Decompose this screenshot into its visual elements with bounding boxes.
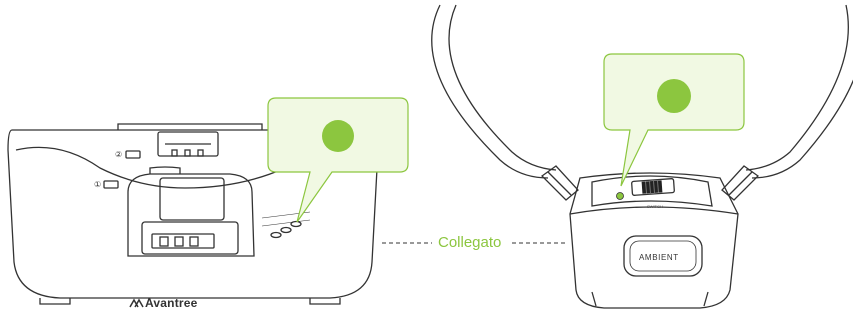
switch-panel xyxy=(591,175,713,207)
headset-status-led-icon xyxy=(616,192,624,200)
headset-housing xyxy=(569,172,739,309)
dock-pins xyxy=(151,233,215,249)
base-indicator-lights xyxy=(261,211,311,239)
ambient-button xyxy=(623,235,703,277)
battery-slot-2-icon xyxy=(125,150,141,159)
neckband-arc-inner xyxy=(448,4,557,171)
connected-status-label: Collegato xyxy=(438,234,502,251)
transmitter-base xyxy=(7,123,379,305)
headset-callout xyxy=(603,53,745,187)
base-status-led-icon xyxy=(322,120,354,152)
battery-slot-2-label: ② xyxy=(115,150,123,159)
avantree-logo-icon xyxy=(129,298,144,308)
brand-name: Avantree xyxy=(145,296,198,310)
neckband-headset xyxy=(431,4,853,309)
neckband-arc-outer xyxy=(431,4,549,179)
switch-knob xyxy=(641,180,663,194)
right-stem xyxy=(721,165,760,201)
base-callout xyxy=(267,97,409,223)
headset-callout-led-icon xyxy=(657,79,691,113)
left-stem xyxy=(540,165,579,201)
base-lid-edge xyxy=(117,123,263,130)
charging-dock xyxy=(127,173,255,257)
switch-label: SWITCH xyxy=(647,204,663,209)
ambient-button-label: AMBIENT xyxy=(639,253,679,262)
base-callout-bubble xyxy=(267,97,409,223)
mode-switch xyxy=(631,178,675,196)
battery-slot-1-label: ① xyxy=(94,180,102,189)
battery-slot-1-icon xyxy=(103,180,119,189)
headset-callout-bubble xyxy=(603,53,745,187)
